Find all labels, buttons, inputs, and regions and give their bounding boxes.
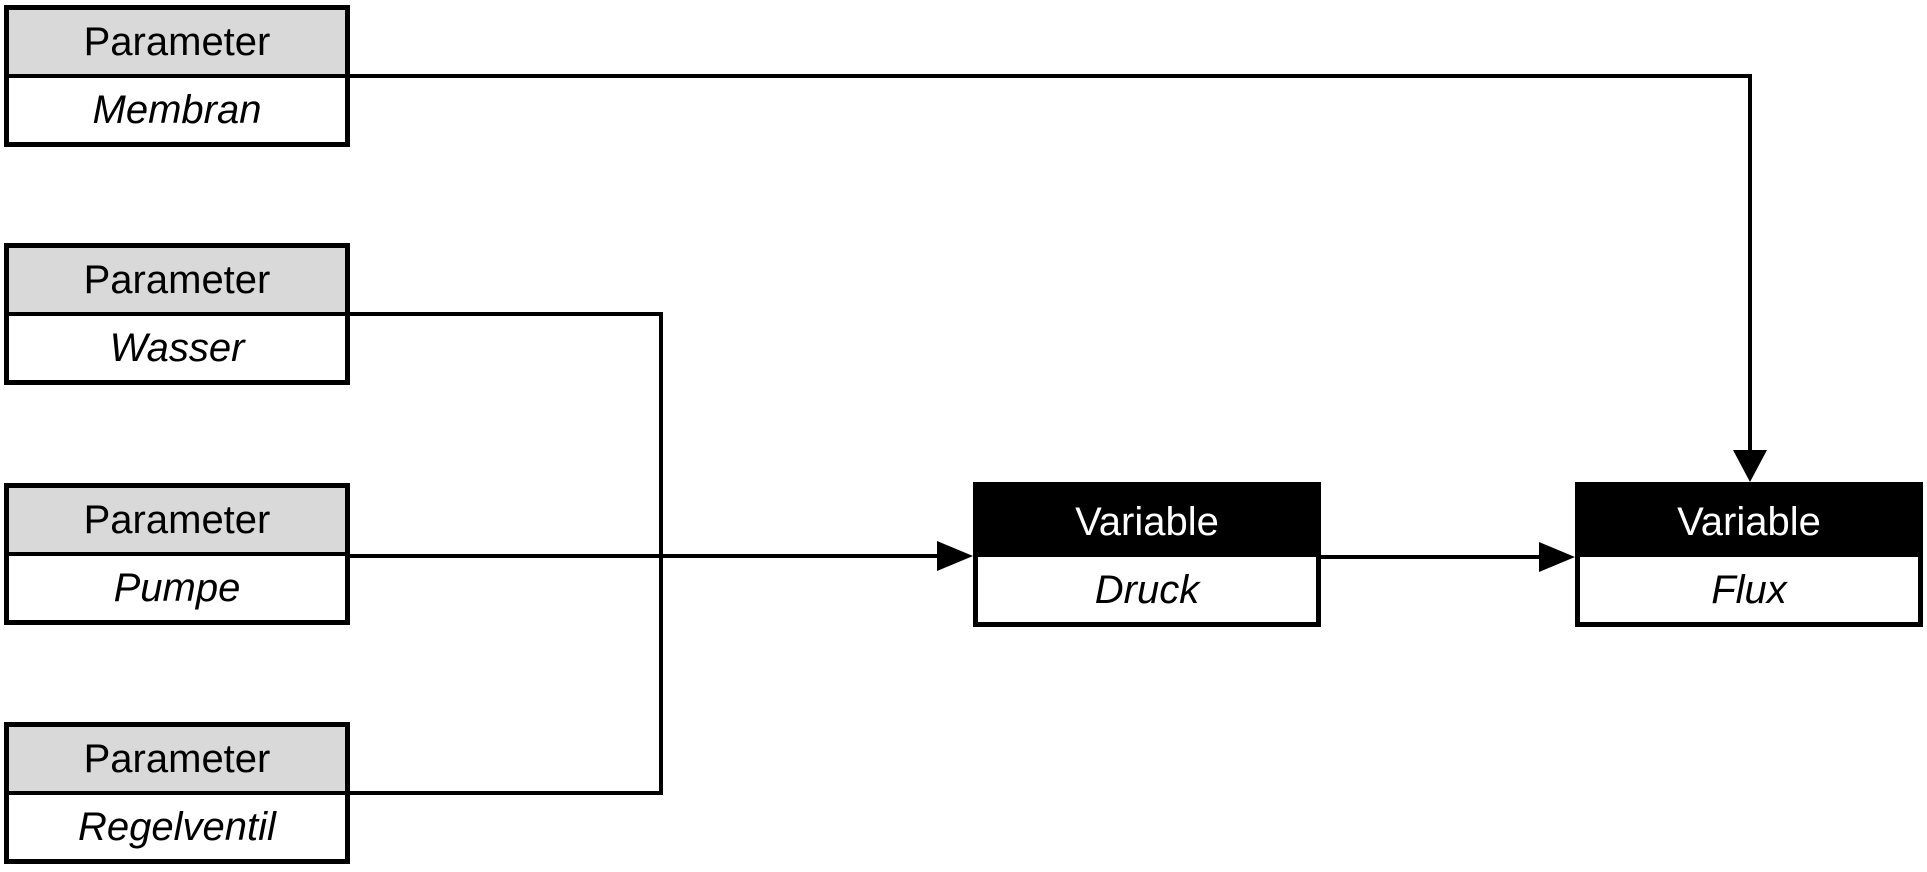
node-variable-flux: Variable Flux	[1575, 482, 1923, 627]
node-name-label: Membran	[9, 78, 345, 142]
edge-membran-flux-horizontal-line	[350, 74, 1752, 78]
node-name-label: Regelventil	[9, 795, 345, 859]
node-parameter-regelventil: Parameter Regelventil	[4, 722, 350, 864]
edge-shared-vertical-line	[659, 312, 663, 795]
node-name-label: Flux	[1580, 557, 1918, 622]
node-type-label: Parameter	[9, 10, 345, 78]
node-parameter-wasser: Parameter Wasser	[4, 243, 350, 385]
node-name-label: Wasser	[9, 316, 345, 380]
node-parameter-membran: Parameter Membran	[4, 5, 350, 147]
node-variable-druck: Variable Druck	[973, 482, 1321, 627]
edge-pumpe-druck-arrowhead-icon	[937, 541, 973, 571]
edge-membran-flux-vertical-line	[1748, 74, 1752, 452]
edge-druck-flux-line	[1321, 555, 1539, 559]
node-type-label: Parameter	[9, 488, 345, 556]
edge-regelventil-horizontal-line	[350, 791, 663, 795]
node-type-label: Variable	[978, 487, 1316, 557]
node-name-label: Druck	[978, 557, 1316, 622]
edge-pumpe-druck-line	[350, 554, 937, 558]
edge-membran-flux-arrowhead-icon	[1733, 450, 1767, 482]
node-type-label: Parameter	[9, 248, 345, 316]
node-name-label: Pumpe	[9, 556, 345, 620]
edge-wasser-horizontal-line	[350, 312, 663, 316]
node-parameter-pumpe: Parameter Pumpe	[4, 483, 350, 625]
edge-druck-flux-arrowhead-icon	[1539, 542, 1575, 572]
node-type-label: Parameter	[9, 727, 345, 795]
node-type-label: Variable	[1580, 487, 1918, 557]
